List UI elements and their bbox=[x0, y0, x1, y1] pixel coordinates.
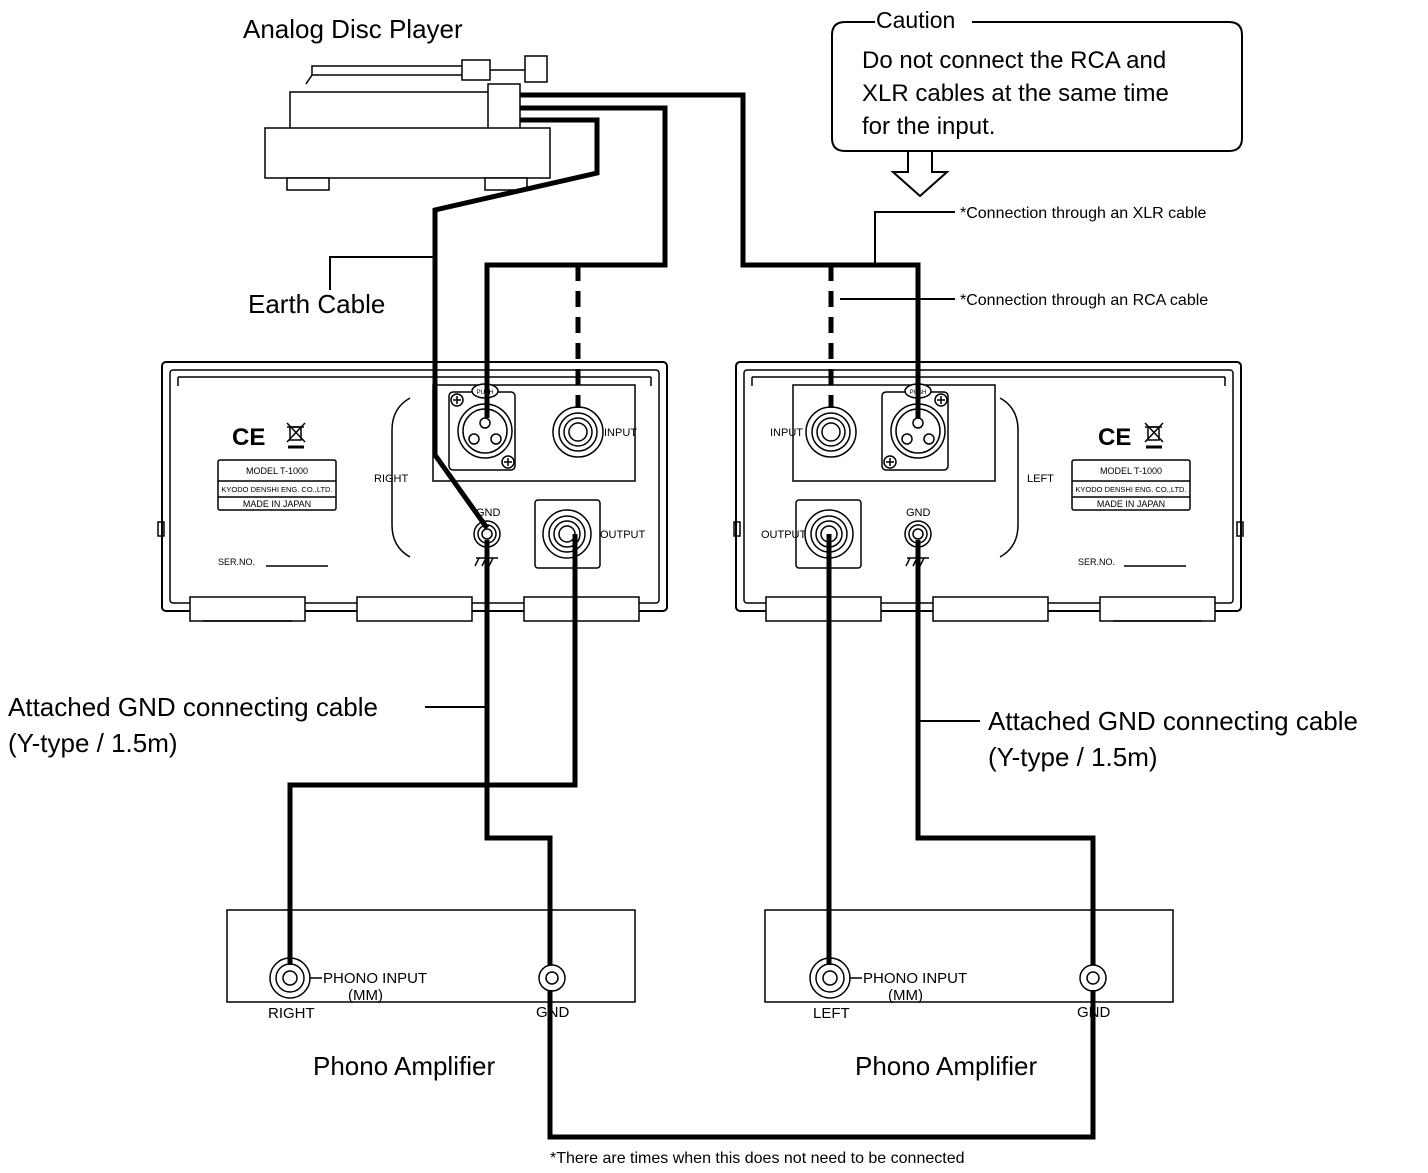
weee-bin-icon bbox=[1144, 422, 1164, 449]
gnd-label: GND bbox=[536, 1004, 570, 1021]
side-label-right: RIGHT bbox=[374, 473, 409, 485]
xlr-cable-right bbox=[484, 105, 668, 418]
earth-cable bbox=[432, 117, 600, 530]
mm-label: (MM) bbox=[348, 987, 383, 1004]
output-cable-right bbox=[287, 534, 578, 965]
origin-text: MADE IN JAPAN bbox=[1097, 499, 1165, 509]
gnd-terminal[interactable] bbox=[1079, 964, 1107, 992]
gnd-label: GND bbox=[476, 507, 501, 519]
unit-left-channel: INPUT PUSH LEFT OUTPUT bbox=[733, 361, 1244, 622]
serial-label: SER.NO. bbox=[218, 557, 255, 567]
gnd-cable-left bbox=[915, 540, 1096, 965]
phono-input-label: PHONO INPUT bbox=[323, 970, 427, 987]
bottom-note: *There are times when this does not need… bbox=[550, 1150, 964, 1167]
mm-label: (MM) bbox=[888, 987, 923, 1004]
gnd-cable-label-right-line1: Attached GND connecting cable bbox=[988, 706, 1358, 736]
serial-label: SER.NO. bbox=[1078, 557, 1115, 567]
gnd-terminal[interactable] bbox=[538, 964, 566, 992]
output-label: OUTPUT bbox=[761, 529, 807, 541]
phono-amplifier-left: PHONO INPUT (MM) LEFT GND bbox=[764, 909, 1174, 1022]
gnd-link-cable bbox=[547, 990, 1096, 1140]
caution-title: Caution bbox=[876, 7, 955, 33]
model-text: MODEL T-1000 bbox=[1100, 466, 1162, 476]
caution-line-1: Do not connect the RCA and bbox=[862, 47, 1166, 74]
xlr-cable-left bbox=[520, 92, 921, 418]
gnd-cable-label-right-line2: (Y-type / 1.5m) bbox=[988, 742, 1158, 772]
input-label: INPUT bbox=[770, 427, 803, 439]
caution-arrow-icon bbox=[890, 152, 950, 198]
caution-callout: Caution Do not connect the RCA and XLR c… bbox=[831, 7, 1243, 198]
player-label: Analog Disc Player bbox=[243, 14, 463, 44]
tonearm-counterweight bbox=[524, 55, 548, 83]
output-label: OUTPUT bbox=[600, 529, 646, 541]
turntable bbox=[264, 55, 551, 191]
caution-line-2: XLR cables at the same time bbox=[862, 80, 1169, 107]
cables bbox=[287, 92, 1096, 1140]
tonearm-weight bbox=[461, 59, 491, 81]
phono-input-label: PHONO INPUT bbox=[863, 970, 967, 987]
input-label: INPUT bbox=[604, 427, 637, 439]
earth-cable-label: Earth Cable bbox=[248, 289, 385, 319]
tonearm bbox=[311, 65, 488, 76]
rca-output-connector[interactable] bbox=[542, 509, 592, 559]
maker-text: KYODO DENSHI ENG. CO.,LTD. bbox=[1075, 485, 1186, 494]
xlr-note: *Connection through an XLR cable bbox=[960, 205, 1206, 222]
platter bbox=[289, 91, 491, 130]
ce-mark: CE bbox=[232, 424, 265, 451]
phono-amp-label-right: Phono Amplifier bbox=[313, 1051, 495, 1081]
foot-left bbox=[286, 177, 330, 191]
side-label-left: LEFT bbox=[1027, 473, 1054, 485]
phono-amp-label-left: Phono Amplifier bbox=[855, 1051, 1037, 1081]
unit-right-channel: CE MODEL T-1000 KYODO DENSHI ENG. CO.,LT… bbox=[157, 361, 668, 622]
rca-note: *Connection through an RCA cable bbox=[960, 292, 1208, 309]
model-text: MODEL T-1000 bbox=[246, 466, 308, 476]
xlr-input-connector[interactable]: PUSH bbox=[881, 383, 949, 471]
channel-label: RIGHT bbox=[268, 1005, 315, 1022]
gnd-cable-label-left-line1: Attached GND connecting cable bbox=[8, 692, 378, 722]
arm-base bbox=[487, 83, 521, 135]
ce-mark: CE bbox=[1098, 424, 1131, 451]
gnd-cable-label-left-line2: (Y-type / 1.5m) bbox=[8, 728, 178, 758]
plinth bbox=[264, 127, 551, 179]
gnd-cable-right bbox=[484, 540, 553, 965]
channel-label: LEFT bbox=[813, 1005, 850, 1022]
gnd-label: GND bbox=[906, 507, 931, 519]
weee-bin-icon bbox=[286, 422, 306, 449]
caution-line-3: for the input. bbox=[862, 113, 995, 140]
foot-right bbox=[484, 177, 528, 191]
xlr-input-connector[interactable]: PUSH bbox=[448, 383, 516, 471]
origin-text: MADE IN JAPAN bbox=[243, 499, 311, 509]
maker-text: KYODO DENSHI ENG. CO.,LTD. bbox=[221, 485, 332, 494]
